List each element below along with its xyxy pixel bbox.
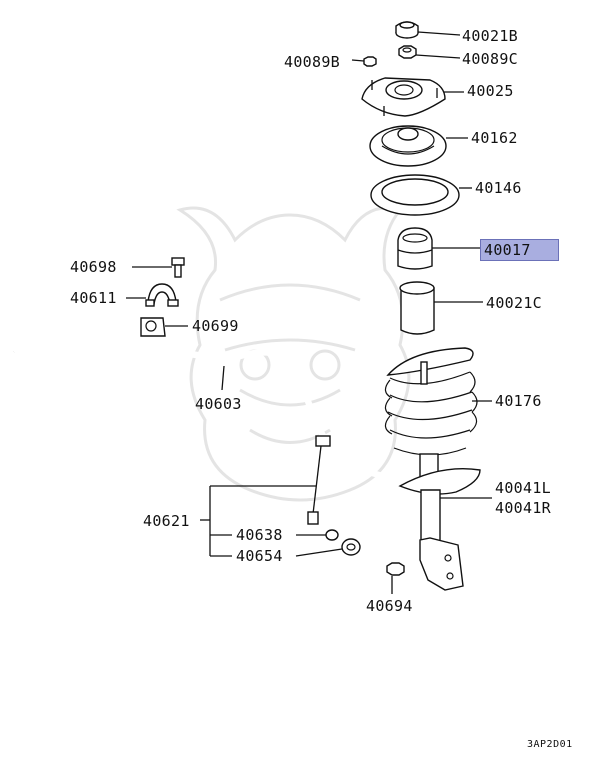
part-40162[interactable] [369,125,447,167]
label-40021c[interactable]: 40021C [486,294,542,312]
label-40025[interactable]: 40025 [467,82,514,100]
part-40021c[interactable] [399,281,435,335]
part-40603[interactable] [12,330,394,571]
part-40089b[interactable] [363,56,377,67]
part-40654[interactable] [341,538,361,556]
part-40041[interactable] [398,453,481,591]
part-40176[interactable] [384,347,478,456]
part-40021b[interactable] [395,21,419,39]
part-40638[interactable] [325,529,339,541]
label-40017-highlighted[interactable]: 40017 [480,239,559,261]
label-40021b[interactable]: 40021B [462,27,518,45]
label-40611[interactable]: 40611 [70,289,117,307]
label-40698[interactable]: 40698 [70,258,117,276]
part-40621[interactable] [307,435,331,525]
part-40146[interactable] [370,174,460,216]
part-40611[interactable] [145,283,179,307]
label-40089c[interactable]: 40089C [462,50,518,68]
label-40654[interactable]: 40654 [236,547,283,565]
diagram-code: 3AP2D01 [527,739,573,750]
part-40017[interactable] [397,227,433,270]
part-40694[interactable] [386,562,405,576]
label-40694[interactable]: 40694 [366,597,413,615]
label-40041r[interactable]: 40041R [495,499,551,517]
leader-lines [126,31,492,594]
part-40089c[interactable] [398,45,417,59]
label-40621[interactable]: 40621 [143,512,190,530]
part-40025[interactable] [361,77,446,117]
label-40162[interactable]: 40162 [471,129,518,147]
part-40698[interactable] [171,257,185,278]
label-40041l[interactable]: 40041L [495,479,551,497]
label-40089b[interactable]: 40089B [284,53,340,71]
part-40699[interactable] [140,317,166,337]
label-40176[interactable]: 40176 [495,392,542,410]
label-40638[interactable]: 40638 [236,526,283,544]
label-40146[interactable]: 40146 [475,179,522,197]
label-40699[interactable]: 40699 [192,317,239,335]
label-40603[interactable]: 40603 [195,395,242,413]
